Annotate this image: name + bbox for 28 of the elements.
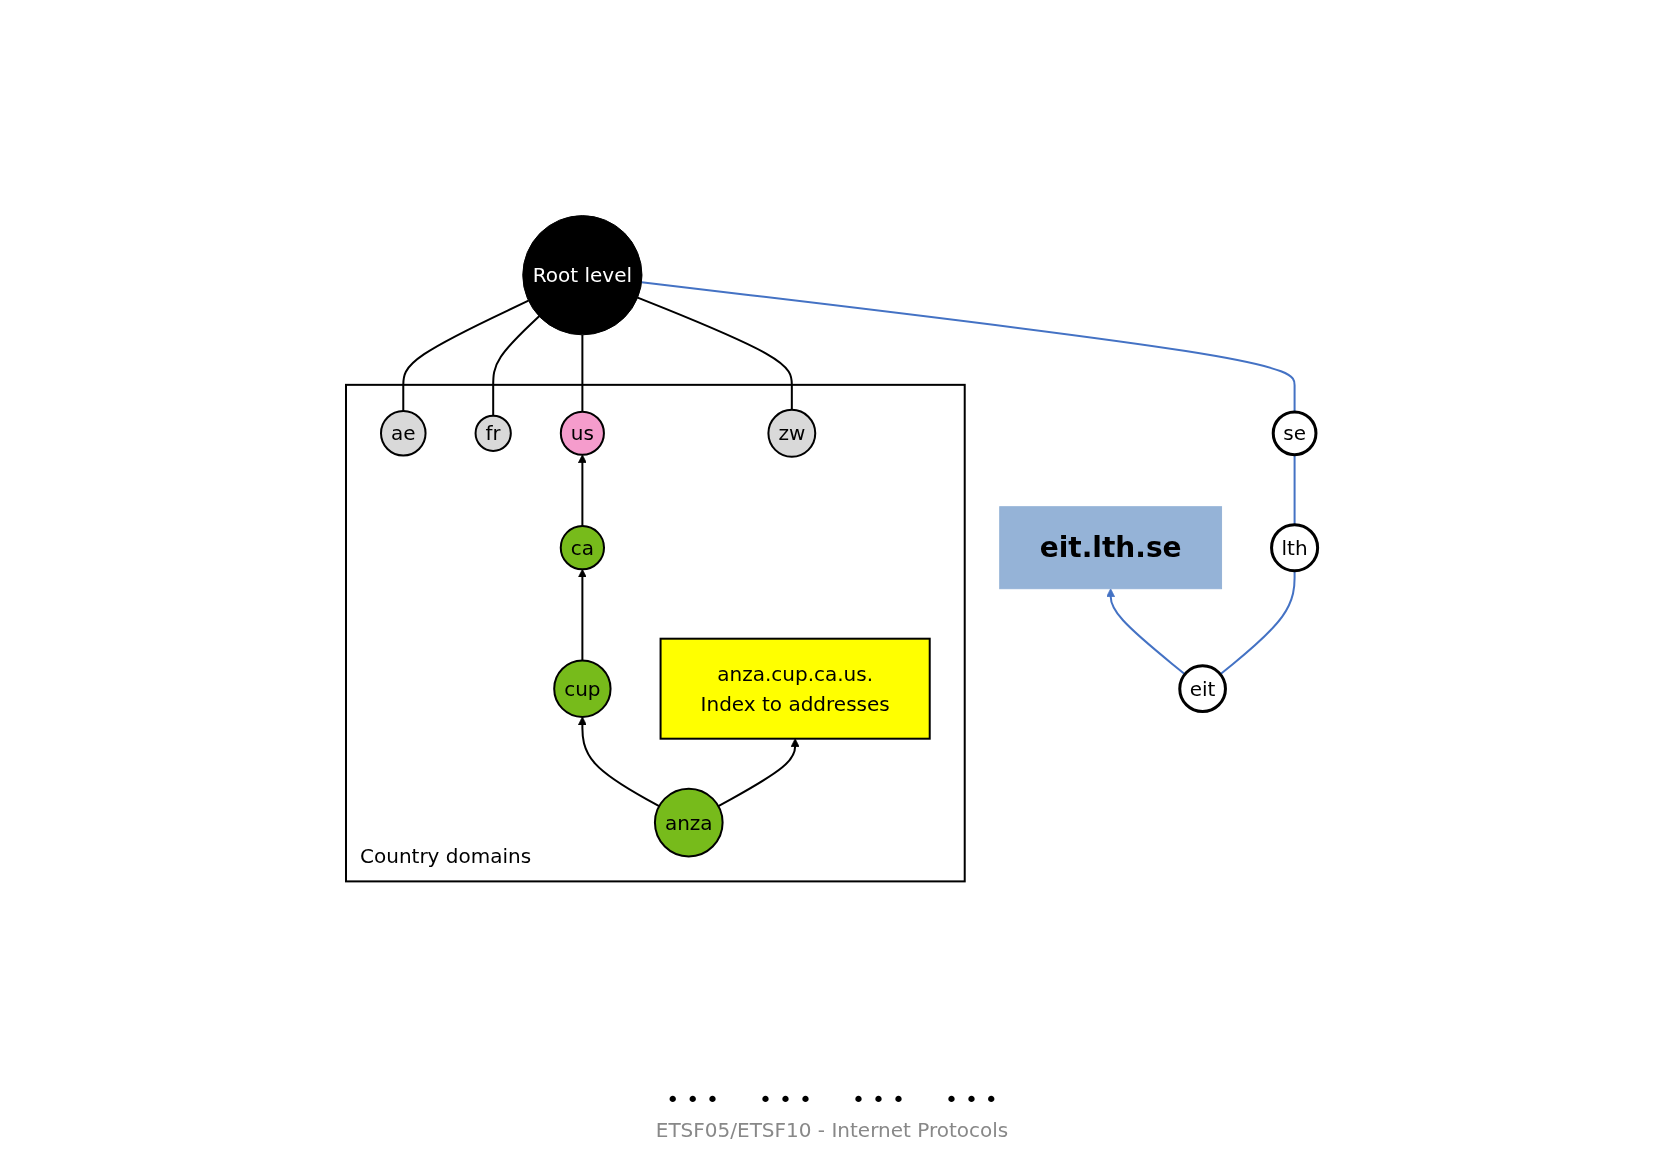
- connector: [640, 281, 1296, 413]
- node-box: eit.lth.se: [999, 506, 1223, 590]
- node-circle: lth: [1270, 523, 1320, 573]
- ellipsis-dots: • • •: [852, 1087, 905, 1112]
- connector: [492, 315, 541, 417]
- node-circle: Root level: [522, 215, 643, 336]
- arrow: [578, 454, 587, 528]
- node-circle: cup: [553, 659, 612, 718]
- node-circle: zw: [767, 408, 817, 458]
- arrow: [578, 568, 587, 662]
- arrow: [717, 738, 800, 808]
- node-circle: eit: [1178, 664, 1228, 714]
- ellipsis-dots: • • •: [944, 1087, 998, 1112]
- ellipsis-dots: • • •: [666, 1087, 720, 1112]
- node-circle: us: [560, 410, 606, 456]
- connector: [581, 333, 584, 413]
- ellipsis-dots: • • •: [759, 1087, 812, 1112]
- node-box: anza.cup.ca.us. Index to addresses: [659, 637, 931, 740]
- footer-caption: ETSF05/ETSF10 - Internet Protocols: [655, 1118, 1009, 1142]
- node-circle: ae: [380, 410, 427, 457]
- arrow: [1106, 588, 1187, 676]
- node-circle: fr: [474, 414, 512, 452]
- node-circle: se: [1271, 410, 1318, 457]
- node-circle: ca: [559, 525, 606, 571]
- connector: [402, 299, 530, 412]
- connector: [636, 296, 793, 411]
- arrow: [578, 716, 661, 808]
- node-circle: anza: [654, 787, 724, 858]
